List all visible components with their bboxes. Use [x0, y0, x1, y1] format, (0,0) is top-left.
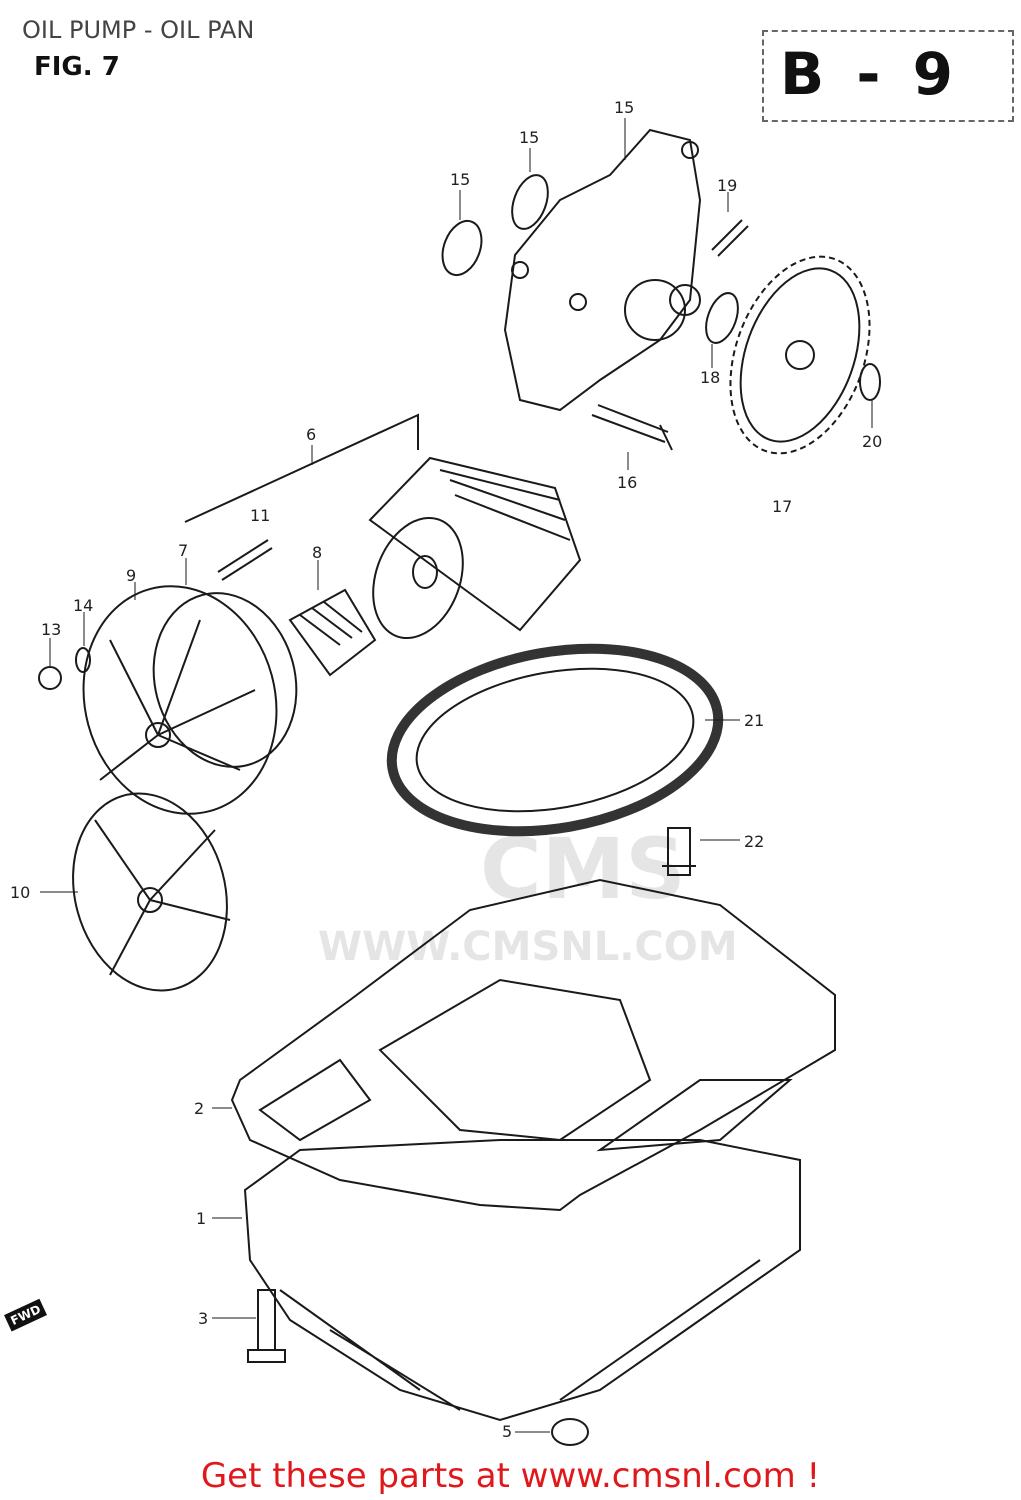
bracket-6 — [184, 413, 419, 523]
o-ring-15b — [511, 174, 549, 230]
oil-pump-body — [503, 128, 702, 412]
leader-lines — [40, 118, 873, 1433]
figure-number: FIG. 7 — [34, 52, 120, 82]
filter-cover — [82, 585, 298, 815]
bolt-22 — [662, 827, 696, 876]
watermark-url: WWW.CMSNL.COM — [318, 924, 738, 970]
label-15: 15 — [450, 170, 471, 189]
section-code-box — [762, 30, 1014, 122]
label-6: 6 — [306, 425, 317, 444]
label-18: 18 — [700, 368, 721, 387]
label-11: 11 — [250, 506, 271, 525]
label-10: 10 — [10, 883, 31, 902]
o-ring-15a — [441, 219, 483, 277]
diagram-title: OIL PUMP - OIL PAN — [22, 16, 255, 44]
spring-8 — [288, 588, 377, 677]
label-13: 14 — [73, 596, 94, 615]
label-19: 19 — [717, 176, 738, 195]
oil-pan-cap — [72, 792, 231, 992]
label-17: 17 — [772, 497, 793, 516]
label-8: 8 — [312, 543, 323, 562]
label-7: 7 — [178, 541, 189, 560]
pan-gasket-21 — [386, 643, 724, 837]
footer-link-text[interactable]: Get these parts at www.cmsnl.com ! — [200, 1456, 821, 1496]
washer-18 — [705, 292, 739, 344]
oil-filter — [368, 456, 582, 640]
washer-13 — [75, 647, 91, 673]
label-5: 5 — [502, 1422, 513, 1441]
label-15-upper: 15 — [519, 128, 540, 147]
label-12: 13 — [41, 620, 62, 639]
pin-19 — [711, 219, 749, 257]
bolt-16 — [591, 404, 673, 451]
label-1: 1 — [196, 1209, 207, 1228]
pin-11 — [217, 539, 273, 581]
label-16: 16 — [617, 473, 638, 492]
section-code: B - 9 — [780, 40, 960, 108]
bolt-12 — [38, 666, 62, 690]
label-21: 21 — [744, 711, 765, 730]
label-20: 20 — [862, 432, 883, 451]
label-2: 2 — [194, 1099, 205, 1118]
oil-pan — [243, 1139, 801, 1422]
label-14: 15 — [614, 98, 635, 117]
circlip-20 — [859, 363, 881, 401]
bolt-3 — [247, 1289, 286, 1363]
watermark-logo: CMS — [480, 820, 686, 918]
label-3: 3 — [198, 1309, 209, 1328]
oil-pan-gasket — [230, 878, 836, 1212]
gasket-5 — [551, 1418, 589, 1446]
label-9: 9 — [126, 566, 137, 585]
label-22: 22 — [744, 832, 765, 851]
